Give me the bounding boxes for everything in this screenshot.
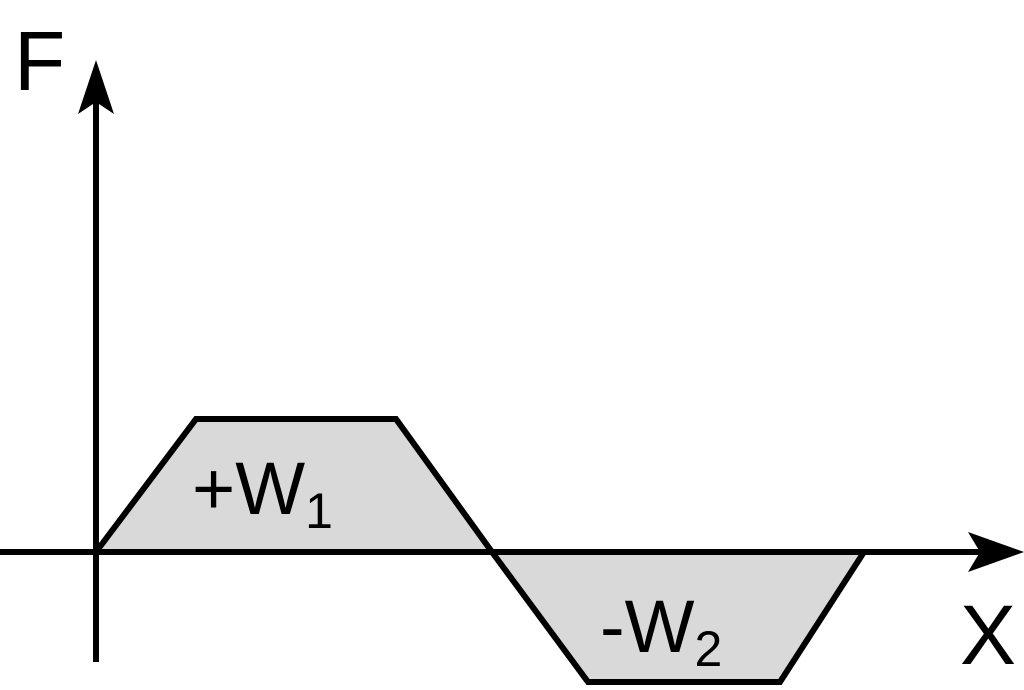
negative-work-symbol: -W <box>600 585 695 668</box>
positive-work-label: +W1 <box>192 447 333 539</box>
positive-work-subscript: 1 <box>305 483 333 539</box>
x-axis-label: X <box>960 588 1016 682</box>
y-axis-label: F <box>14 14 65 108</box>
negative-work-label: -W2 <box>600 585 722 677</box>
positive-work-symbol: +W <box>192 447 305 530</box>
x-axis-arrow <box>968 532 1024 572</box>
y-axis-arrow <box>78 60 114 114</box>
negative-work-subscript: 2 <box>695 621 723 677</box>
